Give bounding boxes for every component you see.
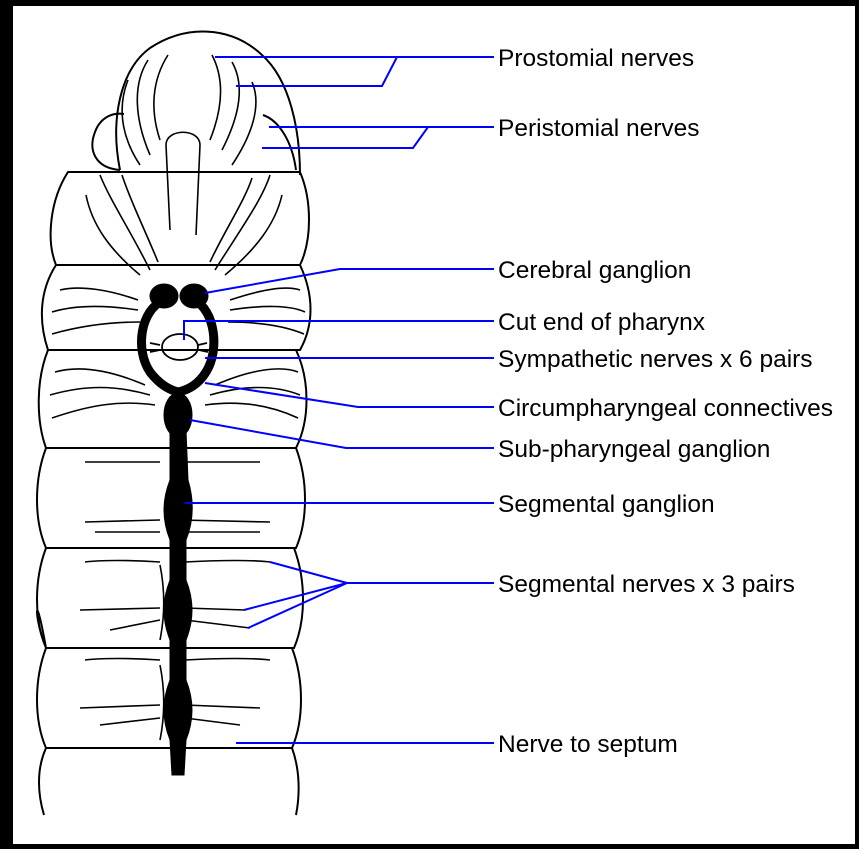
label-sympathetic-nerves: Sympathetic nerves x 6 pairs xyxy=(498,346,813,373)
pharynx-tube xyxy=(166,132,200,235)
label-sub-pharyngeal-ganglion: Sub-pharyngeal ganglion xyxy=(498,436,770,463)
label-cerebral-ganglion: Cerebral ganglion xyxy=(498,257,691,284)
leader-subpharyngeal xyxy=(190,420,494,448)
leader-pharynx xyxy=(184,321,494,340)
label-segmental-nerves: Segmental nerves x 3 pairs xyxy=(498,571,795,598)
nerve-cord xyxy=(142,284,214,775)
circumpharyngeal-ring xyxy=(142,300,214,392)
cut-end-of-pharynx xyxy=(150,334,208,360)
leader-cerebral xyxy=(205,269,494,293)
segment-7-outline xyxy=(39,748,299,815)
leader-segmental-nerves xyxy=(244,562,494,628)
label-segmental-ganglion: Segmental ganglion xyxy=(498,491,715,518)
segment-1-outline xyxy=(51,172,309,265)
prostomium-outline xyxy=(116,32,300,175)
leader-prostomial xyxy=(215,57,494,86)
label-prostomial-nerves: Prostomial nerves xyxy=(498,45,694,72)
labels: Prostomial nerves Peristomial nerves Cer… xyxy=(498,45,833,758)
ventral-nerve-cord xyxy=(164,430,192,775)
label-circumpharyngeal-connectives: Circumpharyngeal connectives xyxy=(498,395,833,422)
label-cut-end-of-pharynx: Cut end of pharynx xyxy=(498,309,705,336)
leader-lines xyxy=(184,57,494,743)
label-peristomial-nerves: Peristomial nerves xyxy=(498,115,700,142)
peristomium-right-lobe xyxy=(263,115,296,170)
label-nerve-to-septum: Nerve to septum xyxy=(498,731,678,758)
